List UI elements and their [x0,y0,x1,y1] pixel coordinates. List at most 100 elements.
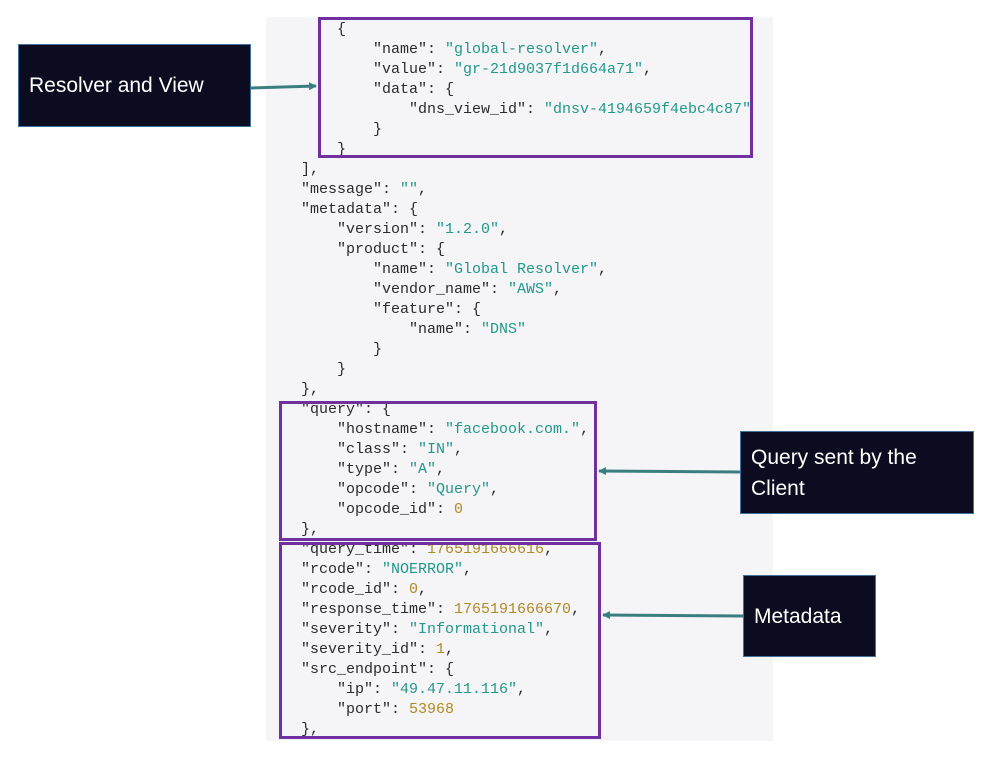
code-line: "message": "", [301,180,427,200]
code-line: } [337,360,346,380]
number-token: 53968 [409,701,455,718]
code-line: "name": "Global Resolver", [373,260,607,280]
code-line: "rcode": "NOERROR", [301,560,472,580]
key-token: } [337,361,347,378]
key-token: }, [301,521,320,538]
code-line: "response_time": 1765191666670, [301,600,580,620]
key-token: ], [301,161,320,178]
string-token: "AWS" [508,281,554,298]
highlight-resolver-view [318,17,753,158]
key-token: , [463,561,473,578]
key-token: }, [301,381,320,398]
code-line: "name": "DNS" [409,320,526,340]
code-line: "vendor_name": "AWS", [373,280,562,300]
code-line: "value": "gr-21d9037f1d664a71", [373,60,652,80]
key-token: "type": [337,461,410,478]
callout-metadata-label: Metadata [754,604,842,628]
key-token: , [499,221,509,238]
key-token: , [418,181,428,198]
key-token: , [445,641,455,658]
string-token: "1.2.0" [436,221,500,238]
key-token: } [373,121,383,138]
code-line: "severity_id": 1, [301,640,454,660]
number-token: 0 [409,581,419,598]
key-token: , [454,441,464,458]
code-line: "query_time": 1765191666616, [301,540,553,560]
key-token: "metadata": { [301,201,419,218]
key-token: "rcode_id": [301,581,410,598]
key-token: "message": [301,181,401,198]
key-token: "product": { [337,241,446,258]
code-line: "hostname": "facebook.com.", [337,420,589,440]
key-token: "rcode": [301,561,383,578]
code-line: "port": 53968 [337,700,454,720]
key-token: "dns_view_id": [409,101,545,118]
code-line: ], [301,160,319,180]
code-line: "opcode": "Query", [337,480,499,500]
string-token: "facebook.com." [445,421,581,438]
key-token: , [517,681,527,698]
code-line: } [373,120,382,140]
number-token: 1 [436,641,446,658]
code-line: "feature": { [373,300,481,320]
key-token: "severity_id": [301,641,437,658]
key-token: "hostname": [337,421,446,438]
arrow-query [598,467,741,476]
code-line: "src_endpoint": { [301,660,454,680]
key-token: , [544,541,554,558]
number-token: 1765191666616 [427,541,545,558]
code-line: }, [301,520,319,540]
key-token: "query": { [301,401,392,418]
key-token: }, [301,721,320,738]
key-token: , [490,481,500,498]
key-token: , [643,61,653,78]
key-token: "data": { [373,81,455,98]
key-token: "opcode": [337,481,428,498]
callout-resolver-view: Resolver and View [18,44,251,127]
string-token: "dnsv-4194659f4ebc4c87" [544,101,752,118]
string-token: "NOERROR" [382,561,464,578]
code-line: "query": { [301,400,391,420]
key-token: , [598,261,608,278]
code-line: } [373,340,382,360]
code-line: "dns_view_id": "dnsv-4194659f4ebc4c87" [409,100,751,120]
key-token: "name": [373,41,446,58]
code-line: "rcode_id": 0, [301,580,427,600]
code-line: } [337,140,346,160]
key-token: "severity": [301,621,410,638]
highlight-query [279,401,597,541]
json-code-panel: {"name": "global-resolver","value": "gr-… [266,17,773,741]
code-line: "type": "A", [337,460,445,480]
key-token: "name": [373,261,446,278]
key-token: , [544,621,554,638]
code-line: }, [301,380,319,400]
code-line: "product": { [337,240,445,260]
string-token: "A" [409,461,437,478]
key-token: "feature": { [373,301,482,318]
code-line: "name": "global-resolver", [373,40,607,60]
string-token: "global-resolver" [445,41,599,58]
number-token: 1765191666670 [454,601,572,618]
key-token: , [418,581,428,598]
callout-metadata: Metadata [743,575,876,657]
key-token: , [553,281,563,298]
key-token: "response_time": [301,601,455,618]
key-token: "query_time": [301,541,428,558]
string-token: "" [400,181,419,198]
string-token: "49.47.11.116" [391,681,518,698]
key-token: "ip": [337,681,392,698]
arrow-metadata [602,611,744,620]
code-line: { [337,20,346,40]
code-line: "ip": "49.47.11.116", [337,680,526,700]
key-token: "name": [409,321,482,338]
arrow-resolver [250,82,317,91]
callout-query-label: Query sent by the Client [751,445,917,500]
callout-query: Query sent by the Client [740,431,974,514]
code-line: "opcode_id": 0 [337,500,463,520]
code-line: "severity": "Informational", [301,620,553,640]
key-token: , [598,41,608,58]
code-line: }, [301,720,319,740]
key-token: "src_endpoint": { [301,661,455,678]
callout-resolver-view-label: Resolver and View [29,74,204,97]
